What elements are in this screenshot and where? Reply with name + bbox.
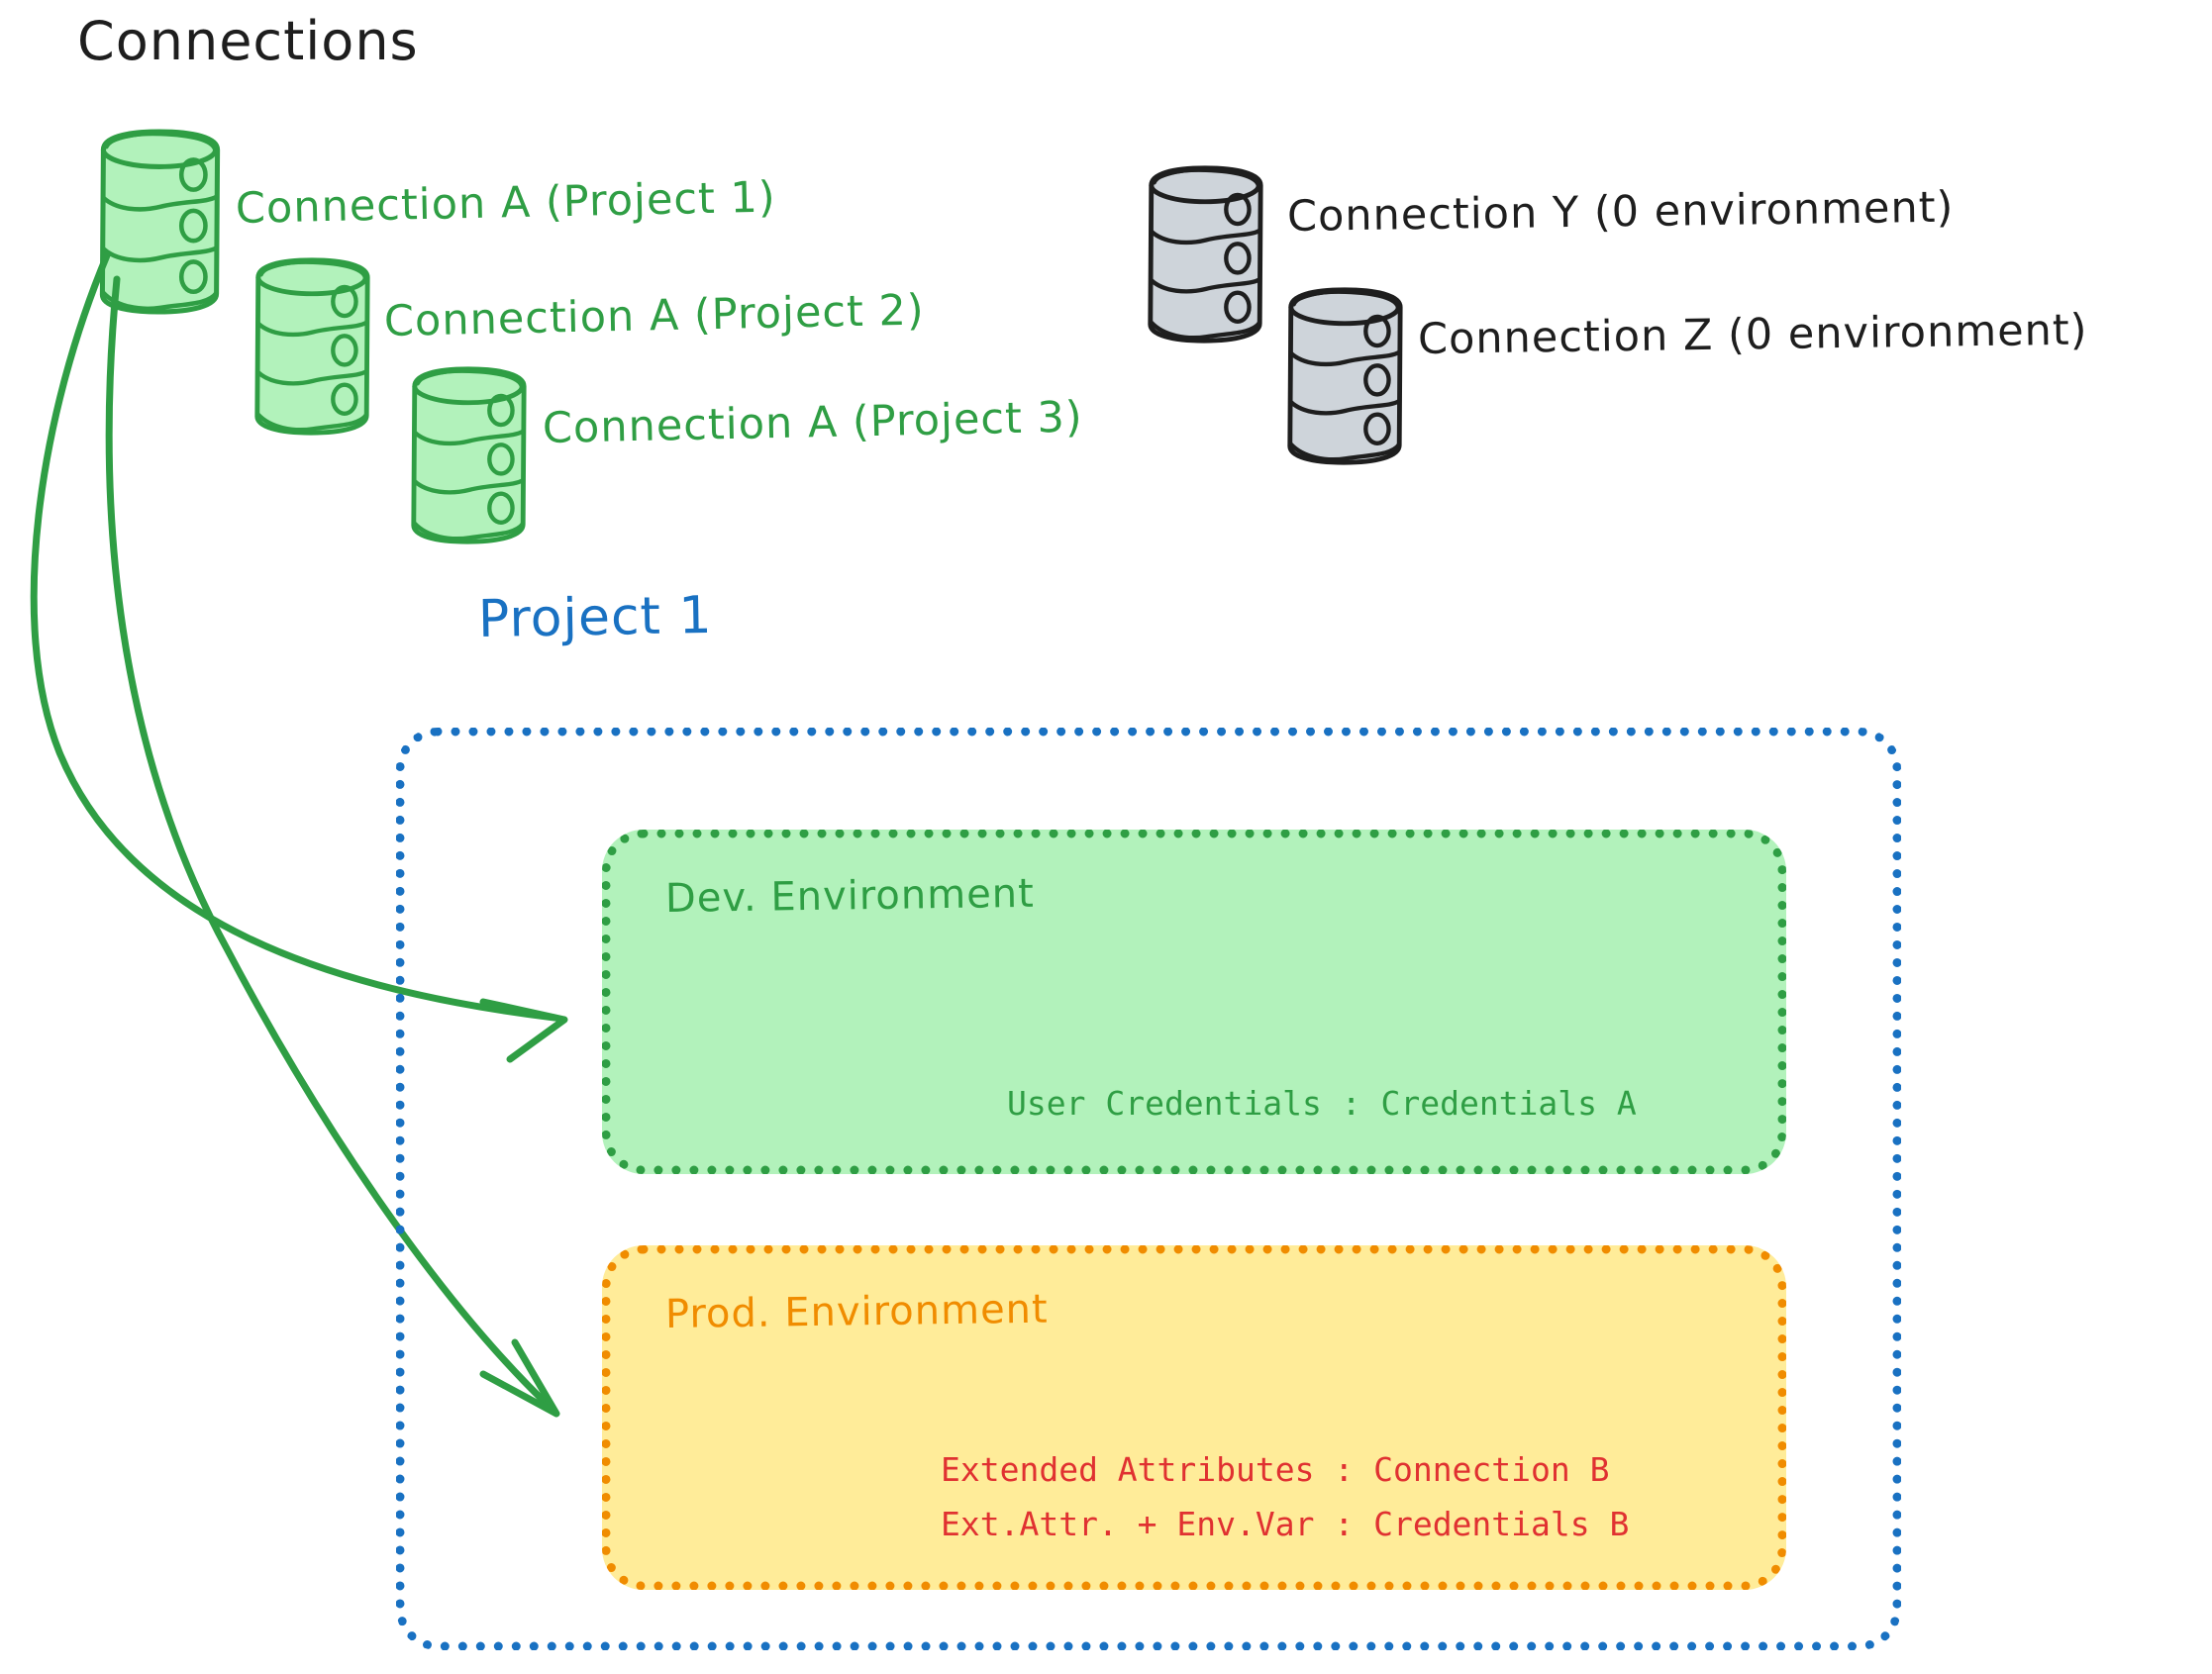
prod-environment-line-1: Extended Attributes : Connection B	[941, 1450, 1610, 1489]
project-title: Project 1	[477, 585, 714, 649]
dev-environment-box: Dev. Environment User Credentials : Cred…	[602, 830, 1786, 1174]
arrow-connection-a-to-prod-environment	[105, 275, 560, 1418]
arrow-connection-a-to-dev-environment	[30, 251, 568, 1063]
project-container-box	[396, 728, 1901, 1650]
connection-label-z: Connection Z (0 environment)	[1417, 305, 2088, 364]
prod-environment-line-2: Ext.Attr. + Env.Var : Credentials B	[941, 1505, 1630, 1543]
dev-environment-title: Dev. Environment	[664, 870, 1036, 922]
page-title: Connections	[77, 10, 419, 72]
connection-label-a-project-2: Connection A (Project 2)	[383, 285, 926, 346]
connection-label-a-project-1: Connection A (Project 1)	[235, 172, 777, 234]
prod-environment-box: Prod. Environment Extended Attributes : …	[602, 1245, 1786, 1590]
dev-environment-line-1: User Credentials : Credentials A	[1007, 1084, 1637, 1123]
connection-label-y: Connection Y (0 environment)	[1286, 182, 1955, 242]
connection-label-a-project-3: Connection A (Project 3)	[542, 392, 1084, 453]
prod-environment-title: Prod. Environment	[664, 1286, 1049, 1337]
